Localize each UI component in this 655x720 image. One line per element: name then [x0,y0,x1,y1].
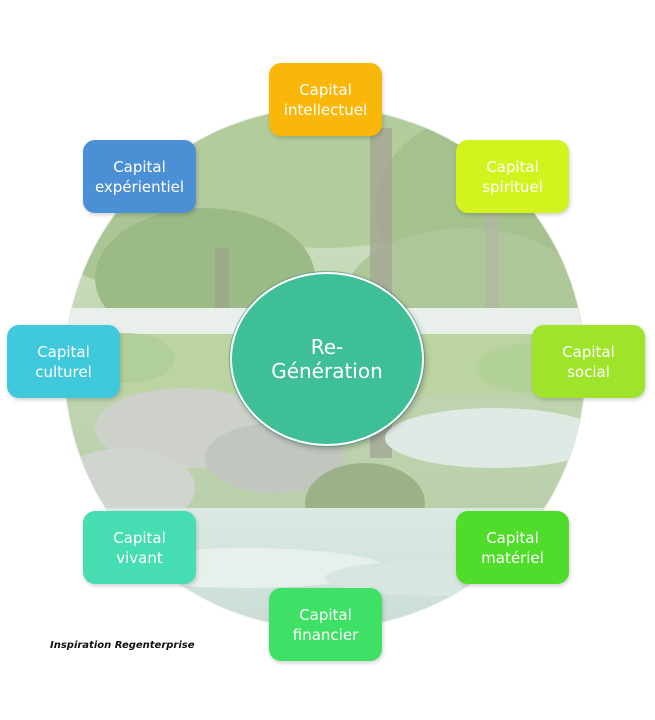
node-capital-social: Capital social [532,325,645,398]
node-capital-materiel: Capital matériel [456,511,569,584]
node-label: Capital intellectuel [283,80,368,119]
node-capital-culturel: Capital culturel [7,325,120,398]
node-label: Capital spirituel [482,157,543,196]
node-capital-financier: Capital financier [269,588,382,661]
node-label: Capital expérientiel [94,157,185,196]
node-label: Capital financier [292,605,359,644]
node-capital-intellectuel: Capital intellectuel [269,63,382,136]
center-label: Re- Génération [271,335,383,383]
node-label: Capital vivant [113,528,166,567]
node-capital-spirituel: Capital spirituel [456,140,569,213]
node-label: Capital culturel [35,342,92,381]
node-capital-experientiel: Capital expérientiel [83,140,196,213]
source-caption: Inspiration Regenterprise [50,640,195,651]
node-label: Capital social [562,342,615,381]
node-label: Capital matériel [481,528,544,567]
node-capital-vivant: Capital vivant [83,511,196,584]
center-regeneration-circle: Re- Génération [230,272,424,446]
